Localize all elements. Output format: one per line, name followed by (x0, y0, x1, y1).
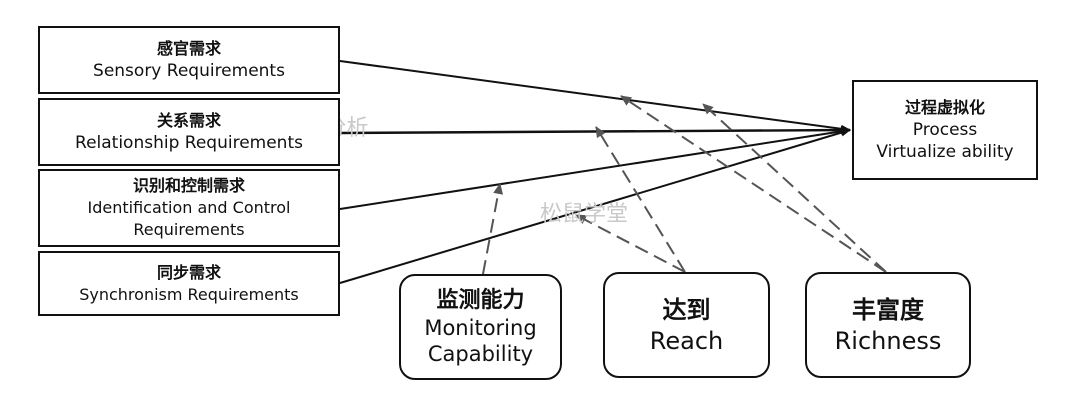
requirement-zh-label: 关系需求 (156, 111, 221, 130)
moderator-en-line1: Monitoring (424, 316, 537, 340)
arrow-sensory-to-process (339, 60, 851, 133)
arrow-relationship-to-process (339, 126, 851, 135)
requirement-zh-label: 同步需求 (156, 262, 221, 282)
reach-box: 达到 Reach (603, 272, 770, 378)
dashed-arrow-monitoring (482, 183, 504, 275)
synchronism-requirements-box: 同步需求 Synchronism Requirements (38, 251, 340, 316)
moderator-zh-label: 丰富度 (852, 296, 924, 324)
arrow-identification-to-process (339, 127, 851, 210)
requirement-zh-label: 感官需求 (156, 39, 221, 58)
moderator-zh-label: 监测能力 (436, 288, 525, 313)
requirement-en-label: Relationship Requirements (75, 133, 303, 153)
dashed-arrow-richness-upper (620, 95, 887, 273)
sensory-requirements-box: 感官需求 Sensory Requirements (38, 26, 340, 94)
target-zh-label: 过程虚拟化 (904, 98, 985, 117)
dashed-arrow-reach-upper (595, 126, 686, 273)
identification-control-requirements-box: 识别和控制需求 Identification and Control Requi… (38, 169, 340, 247)
requirement-en-label: Synchronism Requirements (79, 284, 299, 304)
watermark-text: 松鼠学堂 (540, 202, 629, 227)
relationship-requirements-box: 关系需求 Relationship Requirements (38, 98, 340, 166)
target-en-line1: Process (912, 120, 978, 140)
requirement-zh-label: 识别和控制需求 (132, 176, 245, 195)
moderator-en-label: Reach (649, 327, 724, 355)
target-en-line2: Virtualize ability (876, 142, 1014, 162)
moderator-en-line2: Capability (427, 342, 534, 366)
moderator-en-label: Richness (834, 327, 942, 355)
moderator-zh-label: 达到 (662, 296, 711, 324)
richness-box: 丰富度 Richness (805, 272, 971, 378)
monitoring-capability-box: 监测能力 Monitoring Capability (399, 274, 562, 380)
arrow-synchronism-to-process (339, 128, 851, 284)
requirement-en-label: Sensory Requirements (93, 61, 285, 81)
requirement-en-label: Identification and Control Requirements (87, 198, 291, 239)
process-virtualize-ability-box: 过程虚拟化 Process Virtualize ability (852, 80, 1038, 180)
